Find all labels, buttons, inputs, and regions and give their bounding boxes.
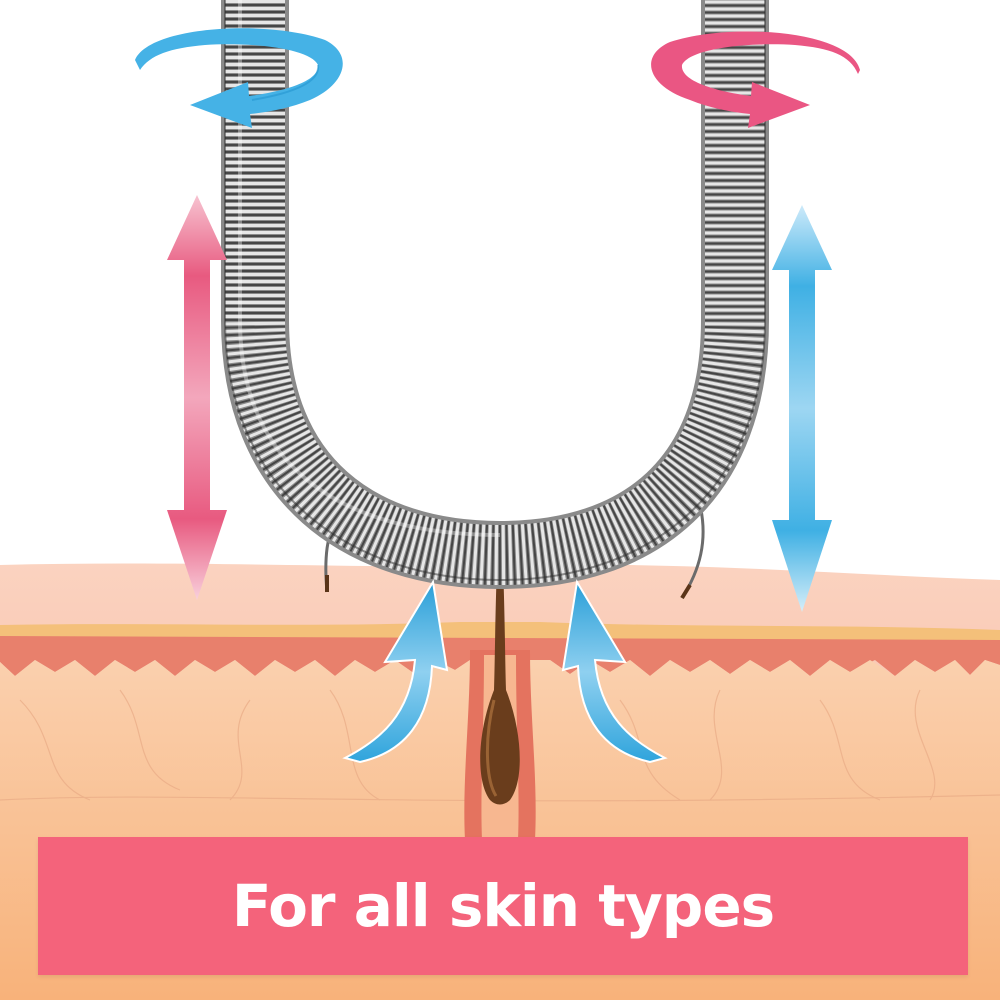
hair-lift-arrow-right-icon: [561, 579, 668, 764]
hair-lift-arrow-left-icon: [342, 579, 449, 764]
spring-coil: [221, 0, 769, 590]
tagline-text: For all skin types: [231, 872, 775, 940]
tagline-banner: For all skin types: [38, 837, 968, 975]
vertical-arrow-right-icon: [772, 205, 832, 612]
rotation-arrow-left-icon: [135, 28, 343, 128]
rotation-arrow-right-icon: [651, 31, 860, 129]
vertical-arrow-left-icon: [167, 195, 227, 600]
